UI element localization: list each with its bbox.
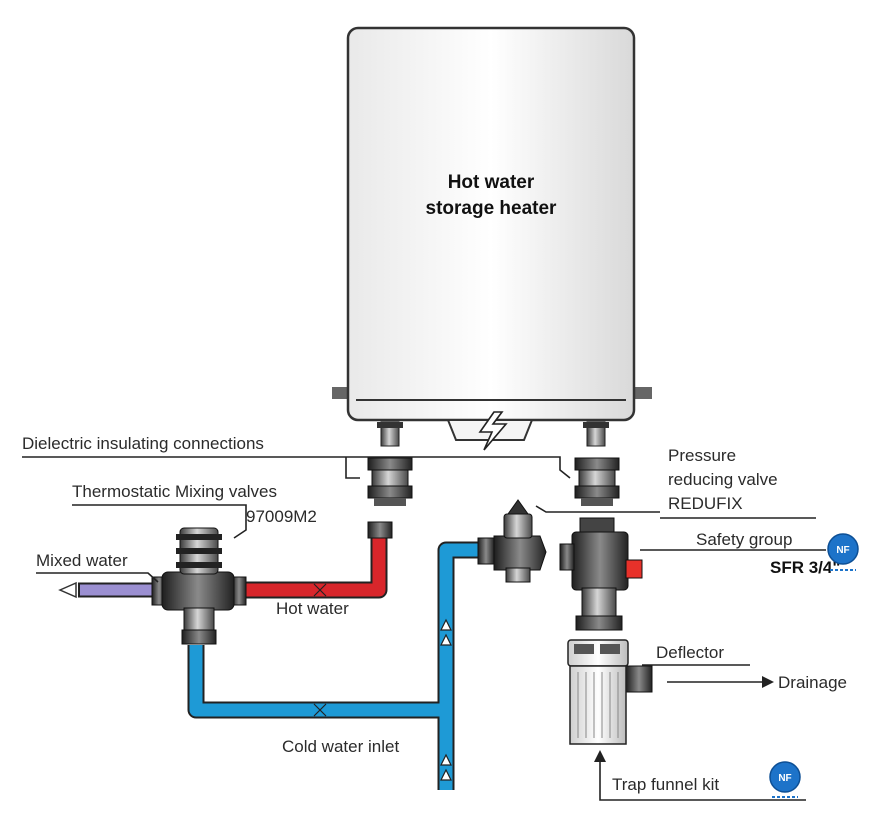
hot-pipe-fitting	[367, 521, 393, 539]
flow-markers	[313, 583, 452, 781]
hot-flow-marker-icon	[313, 583, 327, 597]
heater-title-line1: Hot water	[448, 172, 535, 193]
cold-up-arrow-icon-4	[440, 768, 452, 781]
label-mixed-water: Mixed water	[36, 551, 128, 570]
label-pressure-line2: reducing valve	[668, 470, 778, 489]
nf-logo-icon: NF	[827, 533, 859, 571]
nf-logo-icon: NF	[769, 761, 801, 798]
drainage-arrow-icon	[762, 676, 774, 688]
leader-lines	[22, 456, 826, 801]
label-thermostatic: Thermostatic Mixing valves	[72, 482, 277, 501]
label-trap-funnel: Trap funnel kit	[612, 775, 719, 794]
cold-up-arrow-icon-3	[440, 753, 452, 766]
hot-water-pipe-outline	[237, 535, 388, 599]
heater-tank	[346, 26, 636, 422]
safety-valve-red-knob	[625, 559, 643, 579]
cold-up-arrow-icon-1	[440, 618, 452, 631]
heater-bracket-right	[634, 387, 652, 399]
thermostatic-mixing-valve	[151, 527, 247, 645]
mixed-water-outlet-arrow-icon	[58, 581, 77, 599]
label-cold-water: Cold water inlet	[282, 737, 399, 756]
lightning-bolt-icon	[478, 411, 508, 451]
dielectric-connection-cold	[574, 457, 620, 506]
trap-leader-arrow-icon	[594, 750, 606, 762]
cold-outlet-collar	[583, 422, 609, 428]
water-heater: Hot water storage heater	[332, 26, 652, 451]
label-pressure-line1: Pressure	[668, 446, 736, 465]
heater-outlets	[377, 421, 609, 447]
label-sfr: SFR 3/4"	[770, 558, 840, 577]
label-model: 97009M2	[246, 507, 317, 526]
cold-up-arrow-icon-2	[440, 633, 452, 646]
trap-funnel	[567, 639, 653, 745]
pressure-reducing-valve	[477, 499, 547, 583]
cold-flow-marker-icon	[313, 703, 327, 717]
heater-bracket-left	[332, 387, 350, 399]
hot-outlet-collar	[377, 422, 403, 428]
nf-badge-text-2: NF	[778, 773, 791, 784]
label-hot-water: Hot water	[276, 599, 349, 618]
heater-title-line2: storage heater	[426, 198, 558, 219]
label-pressure-line3: REDUFIX	[668, 494, 743, 513]
label-safety-group: Safety group	[696, 530, 792, 549]
safety-group	[559, 517, 643, 631]
nf-badge-text-1: NF	[836, 545, 849, 556]
dielectric-connection-hot	[367, 457, 413, 506]
label-deflector: Deflector	[656, 643, 724, 662]
label-dielectric: Dielectric insulating connections	[22, 434, 264, 453]
label-drainage: Drainage	[778, 673, 847, 692]
hot-water-pipe	[237, 535, 386, 597]
